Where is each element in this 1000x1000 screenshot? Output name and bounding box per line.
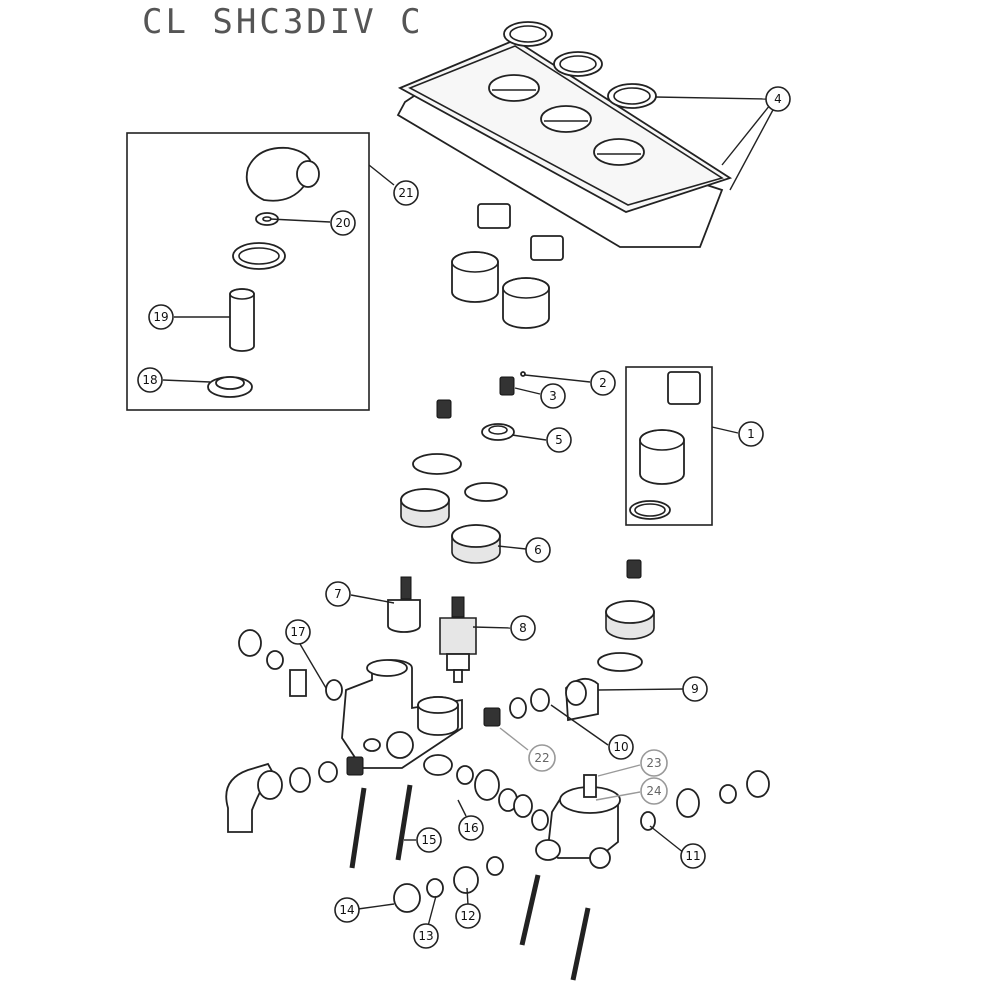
- left-fittings: [225, 629, 364, 833]
- callout-19: 19: [148, 304, 174, 330]
- callout-24: 24: [640, 777, 668, 805]
- svg-text:18: 18: [142, 373, 157, 387]
- svg-text:3: 3: [549, 389, 557, 403]
- svg-text:5: 5: [555, 433, 563, 447]
- right-fittings: [456, 678, 770, 869]
- svg-text:14: 14: [339, 903, 354, 917]
- part-21-kit-box: [126, 132, 370, 411]
- callout-22: 22: [528, 744, 556, 772]
- callout-18: 18: [137, 367, 163, 393]
- callout-10: 10: [608, 734, 634, 760]
- svg-text:13: 13: [418, 929, 433, 943]
- callout-12: 12: [455, 903, 481, 929]
- svg-text:21: 21: [398, 186, 413, 200]
- svg-text:6: 6: [534, 543, 542, 557]
- callout-6: 6: [525, 537, 551, 563]
- middle-small-parts: [400, 371, 655, 672]
- callout-9: 9: [682, 676, 708, 702]
- svg-text:24: 24: [646, 784, 661, 798]
- leader-lines: [162, 96, 775, 927]
- svg-text:4: 4: [774, 92, 782, 106]
- drawing-title: CL SHC3DIV C: [142, 2, 424, 42]
- svg-text:12: 12: [460, 909, 475, 923]
- svg-text:7: 7: [334, 587, 342, 601]
- callout-2: 2: [590, 370, 616, 396]
- svg-text:20: 20: [335, 216, 350, 230]
- part-1-kit-box: [625, 366, 713, 526]
- callout-14: 14: [334, 897, 360, 923]
- svg-text:15: 15: [421, 833, 436, 847]
- screws-lower-parts: [349, 784, 591, 981]
- cartridges: [387, 576, 477, 683]
- svg-text:16: 16: [463, 821, 478, 835]
- callout-13: 13: [413, 923, 439, 949]
- svg-text:23: 23: [646, 756, 661, 770]
- valve-body: [341, 659, 463, 776]
- svg-text:9: 9: [691, 682, 699, 696]
- callout-4: 4: [765, 86, 791, 112]
- callout-17: 17: [285, 619, 311, 645]
- callout-23: 23: [640, 749, 668, 777]
- svg-text:10: 10: [613, 740, 628, 754]
- svg-text:22: 22: [534, 751, 549, 765]
- part-4-trim-plate-assembly: [396, 21, 733, 248]
- svg-text:17: 17: [290, 625, 305, 639]
- callout-1: 1: [738, 421, 764, 447]
- svg-text:8: 8: [519, 621, 527, 635]
- callout-8: 8: [510, 615, 536, 641]
- callout-16: 16: [458, 815, 484, 841]
- svg-text:11: 11: [685, 849, 700, 863]
- svg-text:2: 2: [599, 376, 607, 390]
- callout-5: 5: [546, 427, 572, 453]
- svg-text:19: 19: [153, 310, 168, 324]
- callout-20: 20: [330, 210, 356, 236]
- callout-7: 7: [325, 581, 351, 607]
- callout-21: 21: [393, 180, 419, 206]
- callout-15: 15: [416, 827, 442, 853]
- callout-3: 3: [540, 383, 566, 409]
- svg-text:1: 1: [747, 427, 755, 441]
- callout-11: 11: [680, 843, 706, 869]
- handle-caps-upper: [451, 203, 564, 329]
